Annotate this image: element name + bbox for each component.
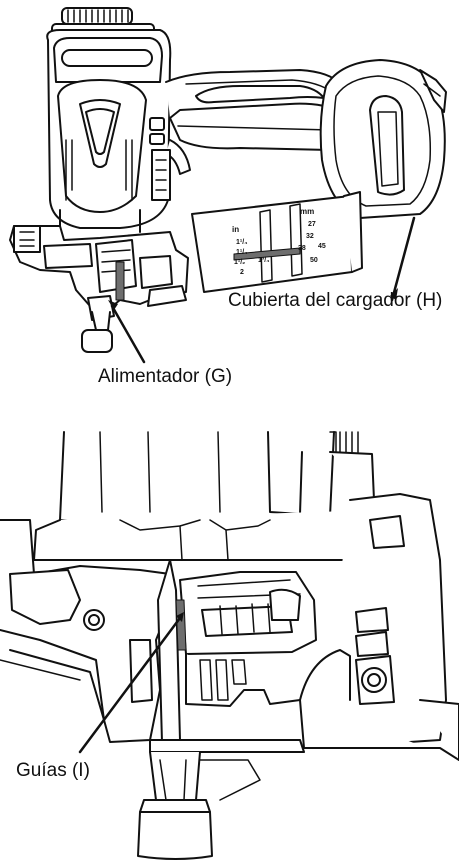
nose-assembly (9, 225, 189, 353)
label-feeder: Alimentador (G) (98, 366, 233, 387)
scale-unit-mm: mm (300, 207, 314, 216)
closeup-nose-tip (137, 739, 305, 860)
scale-mm-5: 50 (310, 257, 318, 264)
depth-scale-panel (191, 191, 363, 293)
nailer-closeup-view (0, 431, 459, 860)
scale-mm-1: 27 (308, 221, 316, 228)
closeup-upper-body (33, 431, 421, 561)
scale-mm-2: 32 (306, 233, 314, 240)
closeup-right-body (299, 493, 459, 761)
scale-mm-3: 38 (298, 245, 306, 252)
scale-mm-values: 27 32 38 45 50 (298, 221, 326, 264)
label-magazine-cover: Cubierta del cargador (H) (228, 290, 443, 311)
scale-in-5: 2 (240, 269, 244, 276)
cylinder-body (46, 29, 172, 233)
scale-unit-in: in (232, 225, 239, 234)
nailer-top-view: in mm 1¹/₄ 1¹/₄ 1¹/₂ 1³/₄ 2 27 32 38 45 … (9, 7, 447, 364)
trigger (149, 117, 191, 201)
handle (165, 69, 345, 151)
scale-in-1: 1¹/₄ (236, 239, 248, 246)
scale-in-values: 1¹/₄ 1¹/₄ 1¹/₂ 1³/₄ 2 (234, 239, 270, 276)
scale-in-2: 1¹/₄ (236, 249, 248, 256)
label-guides: Guías (I) (16, 760, 90, 781)
leader-guides (78, 616, 182, 754)
scale-in-3: 1¹/₂ (234, 259, 245, 266)
leader-magazine-cover (390, 216, 416, 302)
scale-in-4: 1³/₄ (258, 257, 270, 264)
scale-mm-4: 45 (318, 243, 326, 250)
leader-feeder (110, 304, 146, 364)
closeup-feeder-channel (157, 559, 317, 743)
magazine-drum (319, 59, 447, 219)
